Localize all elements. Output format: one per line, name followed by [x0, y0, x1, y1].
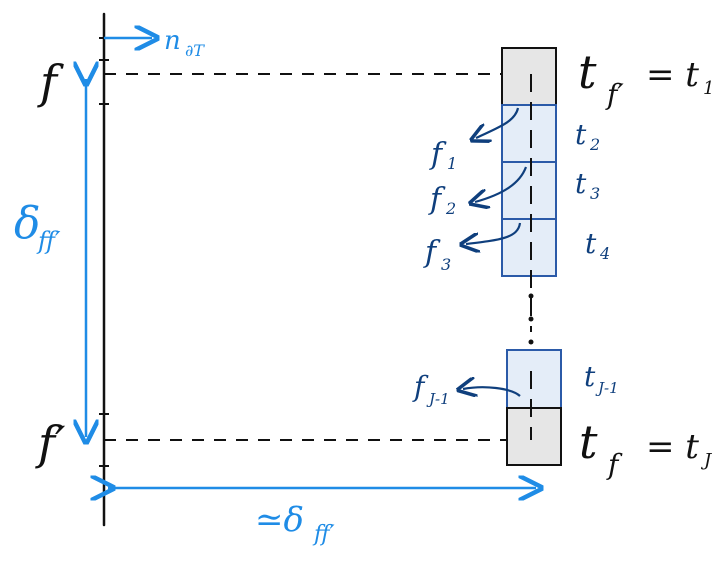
element-box-tj-1 — [506, 349, 562, 409]
fj-1-subscript: J-1 — [426, 390, 450, 408]
f1-label: f — [429, 137, 447, 172]
t2-label: t — [575, 118, 587, 151]
top-t-equals-subscript: 1 — [703, 78, 714, 99]
element-box-t2 — [501, 104, 557, 163]
top-element-box — [501, 47, 557, 106]
top-t-subscript: f′ — [605, 78, 624, 111]
boundary-line — [99, 12, 109, 527]
horizontal-delta-subscript: ff′ — [312, 522, 335, 547]
ellipsis-dot-1 — [528, 293, 534, 299]
element-box-t4 — [501, 218, 557, 277]
t4-label: t — [585, 227, 597, 260]
bottom-f-prime-label: f′ — [35, 416, 66, 470]
ellipsis-dot-3 — [528, 339, 534, 345]
t4-subscript: 4 — [599, 244, 610, 263]
fj-1-label: f — [412, 370, 429, 403]
bottom-t-subscript: f — [606, 448, 623, 481]
ellipsis-dot-2 — [528, 316, 534, 322]
normal-vector-label: n — [164, 26, 181, 56]
f2-label: f — [428, 182, 446, 217]
f1-arrow — [476, 107, 520, 138]
top-t-equals: = t — [646, 55, 699, 95]
normal-vector-subscript: ∂T — [185, 41, 205, 60]
top-f-label: f — [37, 55, 64, 109]
f2-arrow — [475, 166, 528, 202]
vertical-delta-label: δ — [14, 198, 41, 249]
tj-1-label: t — [584, 360, 596, 393]
top-t-label: t — [578, 45, 597, 99]
horizontal-delta-label: ≃δ — [255, 500, 304, 540]
vertical-delta-subscript: ff′ — [36, 227, 61, 255]
t2-subscript: 2 — [589, 135, 600, 154]
fj-1-arrow — [463, 387, 521, 396]
bottom-element-box — [506, 407, 562, 466]
bottom-t-label: t — [579, 415, 598, 469]
f3-label: f — [423, 235, 441, 270]
tj-1-subscript: J-1 — [595, 379, 619, 397]
f2-subscript: 2 — [445, 199, 456, 218]
element-box-t3 — [501, 161, 557, 220]
f1-subscript: 1 — [447, 154, 457, 173]
bottom-t-equals: = t — [646, 427, 699, 467]
f3-subscript: 3 — [441, 255, 451, 274]
f3-arrow — [466, 222, 522, 244]
bottom-t-equals-subscript: J — [700, 450, 713, 471]
t3-label: t — [575, 167, 587, 200]
t3-subscript: 3 — [590, 184, 600, 203]
